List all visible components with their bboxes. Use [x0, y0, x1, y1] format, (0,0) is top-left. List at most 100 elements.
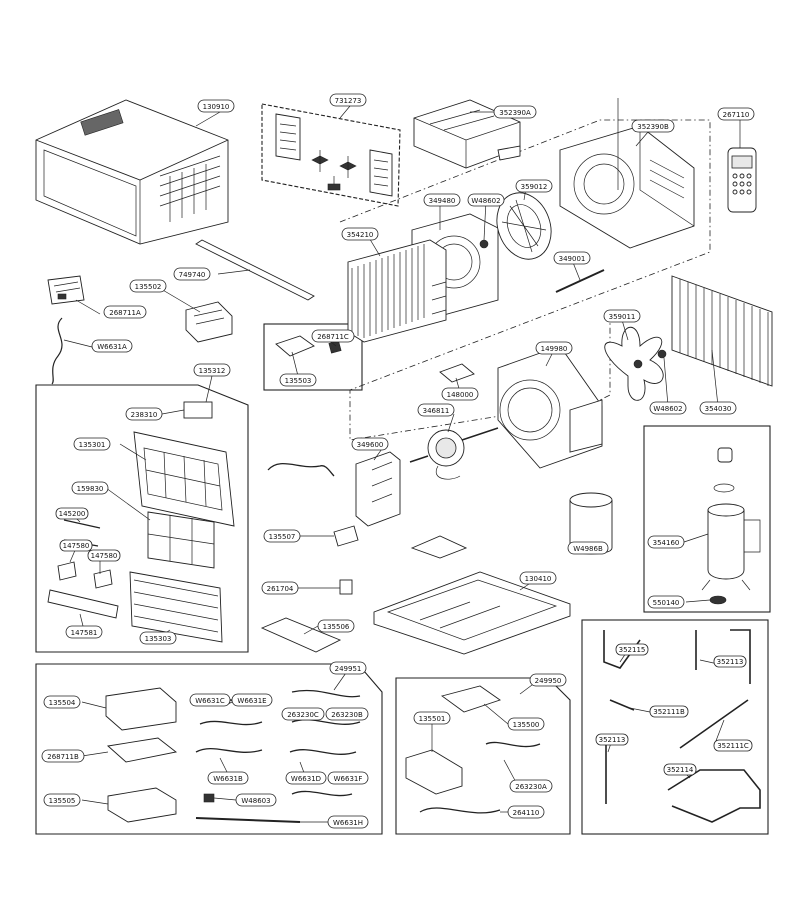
label-267110: 267110 — [717, 107, 755, 121]
harness-a-part — [51, 317, 63, 385]
air-guide-part — [413, 99, 521, 169]
label-149980: 149980 — [535, 341, 573, 355]
label-352113-a: 352113 — [713, 655, 747, 668]
blower-housing-part — [559, 98, 695, 249]
condenser-coil-part — [671, 275, 773, 387]
label-135303: 135303 — [139, 631, 177, 645]
svg-text:W6631D: W6631D — [291, 775, 321, 783]
label-354210: 354210 — [341, 227, 379, 241]
label-147580-a: 147580 — [59, 539, 93, 552]
svg-text:W48602: W48602 — [471, 197, 500, 205]
frame-harness-assembly-b — [395, 677, 571, 835]
label-264110: 264110 — [507, 805, 545, 819]
label-346811: 346811 — [417, 403, 455, 417]
svg-text:352115: 352115 — [619, 646, 646, 654]
svg-text:249951: 249951 — [335, 665, 362, 673]
bracket-small-part — [275, 335, 342, 357]
part-labels: 130910 731273 352390A 352390B 267110 349… — [41, 93, 755, 829]
svg-text:268711C: 268711C — [317, 333, 349, 341]
svg-text:130410: 130410 — [525, 575, 552, 583]
svg-text:135502: 135502 — [135, 283, 162, 291]
panel-135506-part — [260, 617, 342, 653]
label-354160: 354160 — [647, 535, 685, 549]
brace-part — [195, 239, 315, 301]
frame-bracket-upper — [261, 103, 401, 207]
label-731273: 731273 — [329, 93, 367, 107]
svg-text:749740: 749740 — [179, 271, 206, 279]
svg-text:261704: 261704 — [267, 585, 294, 593]
louver-part — [129, 571, 223, 643]
label-349001: 349001 — [553, 251, 591, 265]
svg-text:268711A: 268711A — [109, 309, 141, 317]
svg-text:145200: 145200 — [59, 510, 86, 518]
part-illustrations — [35, 98, 773, 823]
capacitor-cover-part — [569, 492, 613, 555]
label-147580-b: 147580 — [87, 549, 121, 562]
svg-text:135312: 135312 — [199, 367, 226, 375]
capacitor-part — [339, 579, 353, 595]
label-135506: 135506 — [317, 619, 355, 633]
frame-control-assembly — [35, 384, 249, 653]
shroud-part — [497, 345, 603, 469]
label-135501: 135501 — [413, 711, 451, 725]
front-grille-part — [133, 431, 235, 527]
harness-set-b-parts — [405, 685, 541, 814]
label-268711B: 268711B — [41, 749, 85, 763]
svg-text:W48603: W48603 — [241, 797, 270, 805]
svg-text:135504: 135504 — [49, 699, 76, 707]
svg-text:238310: 238310 — [131, 411, 158, 419]
filter-part — [147, 511, 215, 569]
svg-text:352390B: 352390B — [637, 123, 669, 131]
label-148000: 148000 — [441, 387, 479, 401]
svg-text:W6631H: W6631H — [333, 819, 363, 827]
svg-text:147580: 147580 — [63, 542, 90, 550]
svg-text:130910: 130910 — [203, 103, 230, 111]
svg-text:147581: 147581 — [71, 629, 98, 637]
label-159830: 159830 — [71, 481, 109, 495]
svg-text:135505: 135505 — [49, 797, 76, 805]
label-145200: 145200 — [55, 507, 89, 520]
fan-part — [604, 326, 667, 401]
svg-text:550140: 550140 — [653, 599, 680, 607]
label-W6631E: W6631E — [231, 693, 273, 707]
label-147581: 147581 — [65, 625, 103, 639]
label-352111B: 352111B — [649, 705, 689, 718]
assembly-frames — [35, 103, 771, 835]
shaft-part — [555, 269, 605, 293]
svg-text:147580: 147580 — [91, 552, 118, 560]
label-249951: 249951 — [329, 661, 367, 675]
svg-text:352114: 352114 — [667, 766, 694, 774]
label-352390B: 352390B — [631, 119, 675, 133]
svg-text:352113: 352113 — [599, 736, 626, 744]
svg-text:352113: 352113 — [717, 658, 744, 666]
svg-text:352390A: 352390A — [499, 109, 531, 117]
remote-control-part — [727, 147, 757, 213]
svg-text:263230A: 263230A — [515, 783, 547, 791]
label-352115: 352115 — [615, 643, 649, 656]
svg-text:149980: 149980 — [541, 345, 568, 353]
label-352111C: 352111C — [713, 739, 753, 752]
svg-text:263230C: 263230C — [287, 711, 319, 719]
label-268711C: 268711C — [311, 329, 355, 343]
label-135500: 135500 — [507, 717, 545, 731]
svg-text:135507: 135507 — [269, 533, 296, 541]
bracket-kit-part — [275, 113, 393, 197]
label-359012: 359012 — [515, 179, 553, 193]
frame-tube-assembly — [581, 619, 769, 835]
bracket-148000-part — [439, 363, 475, 383]
svg-text:W6631B: W6631B — [213, 775, 243, 783]
label-135502: 135502 — [129, 279, 167, 293]
label-130410: 130410 — [519, 571, 557, 585]
label-135507: 135507 — [263, 529, 301, 543]
svg-text:W6631F: W6631F — [334, 775, 363, 783]
frame-harness-assembly-a — [35, 663, 383, 835]
svg-text:731273: 731273 — [335, 97, 362, 105]
svg-text:135303: 135303 — [145, 635, 172, 643]
pcb-part — [47, 275, 85, 305]
svg-text:W6631C: W6631C — [195, 697, 225, 705]
label-359011: 359011 — [603, 309, 641, 323]
label-W6631A: W6631A — [91, 339, 133, 353]
evaporator-coil-part — [347, 239, 447, 343]
svg-text:268711B: 268711B — [47, 753, 79, 761]
